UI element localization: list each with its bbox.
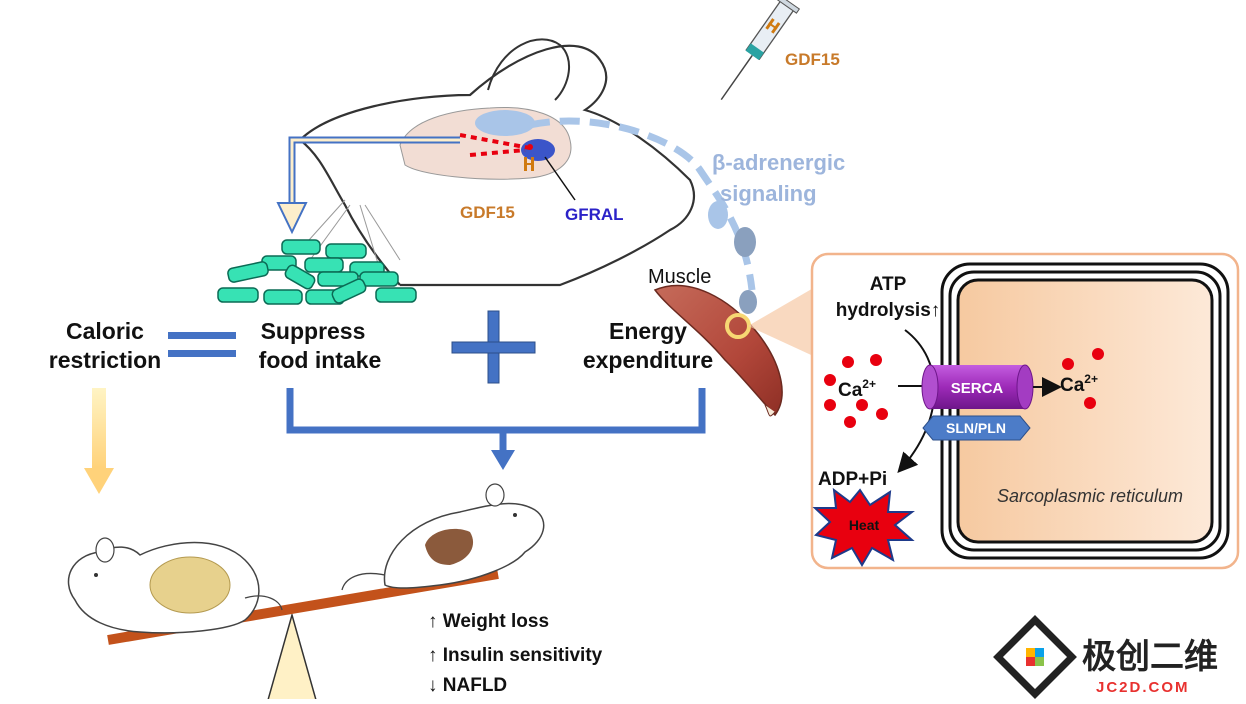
calcium-dots-right [1062,348,1104,409]
gdf15-brain-label: GDF15 [460,203,515,222]
atp-label-2: hydrolysis↑ [836,300,941,321]
beta-adrenergic-path [529,117,756,291]
beta-adrenergic-label-2: signaling [720,181,817,206]
plus-sign-icon [451,310,536,384]
caloric-restriction-label-1: Caloric [66,318,144,344]
heat-burst-icon [812,487,915,567]
gdf15-receptor-brain-icon [524,157,534,171]
beta-adrenergic-label-1: β-adrenergic [712,150,845,175]
serca-pump [921,364,1034,410]
muscle-label: Muscle [648,266,711,288]
zoom-cone [748,283,822,360]
suppress-food-intake-label-2: food intake [259,347,382,373]
watermark-cn-text: 极创二维 [1082,638,1218,676]
energy-expenditure-label-2: expenditure [583,347,713,373]
caloric-restriction-label-2: restriction [49,347,161,373]
watermark-url-text: JC2D.COM [1096,679,1190,696]
energy-expenditure-label-1: Energy [609,318,687,344]
sarcoplasmic-reticulum-label: Sarcoplasmic reticulum [997,486,1183,506]
adp-pi-label: ADP+Pi [818,469,887,490]
nerve-ganglion-icons [708,201,757,314]
outcome-weight-loss: ↑ Weight loss [428,611,549,632]
serca-label: SERCA [951,380,1004,397]
calcium-dots-left [824,354,888,428]
calcium-left-label: Ca2+ [838,377,876,401]
equals-sign-icon [168,332,236,357]
syringe-icon [720,0,801,101]
serca-inset-panel [810,252,1240,570]
sln-pln-regulator [922,415,1031,441]
suppress-food-intake-label-1: Suppress [261,318,366,344]
caloric-down-arrow [84,388,114,494]
brain-to-food-arrow [276,136,460,235]
outcome-nafld: ↓ NAFLD [428,675,507,696]
gfral-label: GFRAL [565,205,624,224]
gdf15-injection-label: GDF15 [785,50,840,69]
lean-mouse-illustration [341,483,545,591]
atp-label-1: ATP [870,274,907,295]
mouse-head-illustration [299,38,695,287]
sln-pln-label: SLN/PLN [946,420,1006,436]
calcium-right-label: Ca2+ [1060,372,1098,396]
outcome-insulin-sensitivity: ↑ Insulin sensitivity [428,645,603,666]
watermark-logo-icon [993,615,1077,699]
heat-label: Heat [849,517,880,533]
obese-mouse-illustration [67,537,283,634]
food-pellets-icon [217,239,417,305]
combine-bracket-arrow [286,388,706,470]
